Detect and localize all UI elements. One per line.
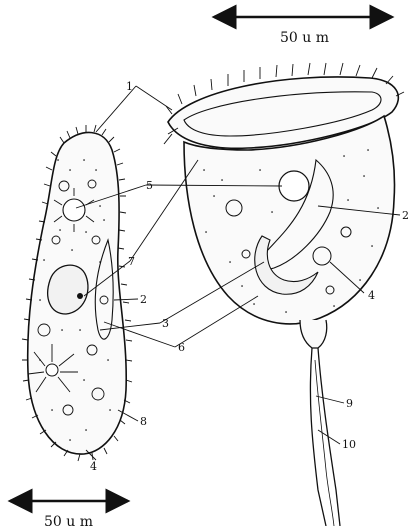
label-8: 8: [140, 415, 147, 428]
label-6: 6: [178, 341, 185, 354]
scale-bar-bottom: 50 u m: [10, 501, 128, 526]
label-5: 5: [146, 179, 153, 192]
label-3: 3: [162, 317, 169, 330]
label-7: 7: [128, 255, 135, 268]
scale-label-top: 50 u m: [280, 30, 329, 46]
label-4-right: 4: [368, 289, 375, 302]
scale-label-bottom: 50 u m: [44, 514, 93, 526]
scale-bar-top: 50 u m: [214, 17, 392, 46]
label-2-left: 2: [140, 293, 147, 306]
label-9: 9: [346, 397, 353, 410]
label-1: 1: [126, 80, 133, 93]
label-4-left: 4: [90, 460, 97, 473]
label-10: 10: [342, 438, 356, 451]
paramecium-drawing: [22, 125, 132, 461]
label-2-right: 2: [402, 209, 409, 222]
